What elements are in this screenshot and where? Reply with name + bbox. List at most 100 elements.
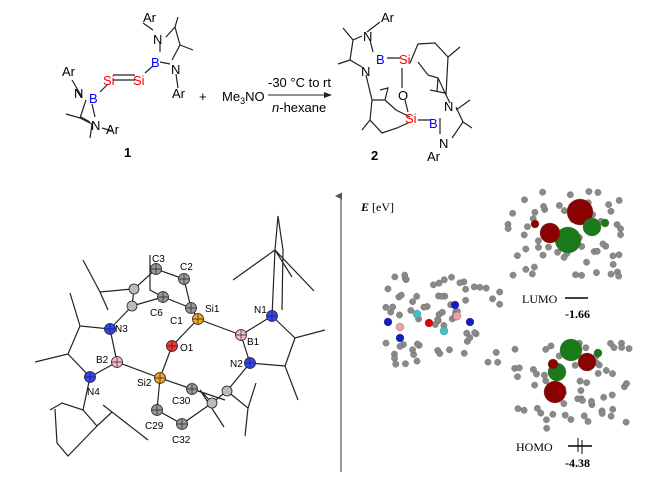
ortep-atom-n4: N4: [84, 371, 100, 398]
sphere: [402, 360, 409, 368]
sphere: [520, 231, 528, 239]
sphere: [436, 350, 444, 357]
sphere: [610, 344, 618, 351]
sphere: [607, 270, 615, 278]
sphere: [382, 304, 390, 311]
sphere: [504, 225, 512, 232]
sphere: [541, 371, 548, 379]
sphere: [484, 358, 492, 366]
sphere: [460, 349, 468, 357]
sphere: [622, 418, 630, 426]
sphere: [582, 217, 602, 237]
ortep-atom-c30: C30: [172, 383, 198, 407]
sphere: [522, 245, 530, 253]
sphere: [594, 189, 602, 196]
ortep-atom-carbon: [206, 397, 218, 409]
sphere: [560, 253, 568, 261]
sphere: [420, 303, 428, 311]
sphere: [514, 373, 521, 381]
sphere: [470, 283, 478, 291]
sphere: [534, 405, 541, 412]
sphere: [496, 300, 503, 308]
sphere: [409, 298, 416, 305]
homo-orbital-plot: [511, 338, 633, 432]
sphere: [413, 357, 421, 365]
c2-o: O: [398, 88, 408, 103]
c1-b: B: [151, 55, 160, 70]
sphere: [412, 309, 422, 319]
sphere: [609, 405, 617, 413]
sphere: [535, 237, 542, 245]
ortep-atom-n3: N3: [104, 323, 128, 335]
sphere: [545, 243, 552, 251]
sphere: [588, 397, 595, 405]
c2-si-top: Si: [399, 52, 411, 67]
sphere: [561, 207, 568, 214]
sphere: [448, 273, 455, 281]
sphere: [566, 198, 594, 226]
sphere: [384, 285, 392, 293]
sphere: [492, 349, 500, 356]
condition-solvent: n-hexane: [272, 100, 326, 115]
sphere: [424, 318, 434, 328]
sphere: [452, 311, 462, 321]
sphere: [549, 411, 557, 418]
sphere: [430, 281, 437, 289]
sphere: [609, 370, 616, 377]
sphere: [567, 416, 575, 423]
ortep-label: N1: [254, 305, 267, 316]
lumo-label: LUMO: [522, 292, 558, 306]
sphere: [382, 339, 390, 347]
sphere: [391, 355, 398, 362]
ortep-label: C1: [170, 316, 183, 327]
sphere: [539, 222, 561, 244]
sphere: [401, 271, 409, 279]
ortep-label: Si1: [205, 304, 220, 315]
sphere: [440, 276, 448, 284]
optimized-molecule-model: [382, 271, 504, 368]
sphere: [535, 243, 542, 251]
sphere: [476, 283, 484, 291]
sphere: [576, 377, 584, 385]
c2-n: N: [444, 99, 453, 114]
sphere: [608, 391, 616, 399]
ortep-atom-carbon: [221, 385, 233, 397]
sphere: [609, 261, 617, 268]
ortep-label: C30: [172, 396, 191, 407]
ortep-atom-carbon: [126, 300, 138, 312]
sphere: [566, 191, 574, 199]
sphere: [602, 367, 610, 374]
sphere: [396, 311, 403, 319]
sphere: [531, 263, 538, 271]
sphere: [585, 188, 593, 195]
c2-n: N: [363, 29, 372, 44]
sphere: [554, 248, 561, 256]
compound-2-label: 2: [371, 148, 378, 163]
ortep-atom-c2: C2: [178, 262, 193, 285]
sphere: [446, 346, 453, 354]
condition-temperature: -30 °C to rt: [268, 75, 331, 90]
c1-n: N: [171, 62, 180, 77]
sphere: [560, 400, 568, 407]
lumo-energy: -1.66: [565, 307, 590, 321]
sphere: [509, 209, 516, 217]
sphere: [521, 196, 528, 204]
sphere: [571, 361, 579, 369]
c2-ar-bottom: Ar: [427, 149, 441, 164]
c1-ar-bottom: Ar: [106, 122, 120, 137]
sphere: [543, 424, 551, 432]
ortep-atom-c32: C32: [172, 418, 191, 446]
ortep-label: B1: [247, 337, 260, 348]
sphere: [514, 252, 521, 259]
sphere: [514, 405, 522, 413]
sphere: [391, 273, 399, 281]
ortep-atom-si2: Si2: [137, 372, 166, 389]
sphere: [605, 201, 613, 208]
sphere: [456, 279, 464, 287]
sphere: [489, 295, 496, 303]
sphere: [482, 284, 490, 292]
lumo-orbital-plot: [504, 188, 624, 280]
sphere: [397, 291, 405, 299]
